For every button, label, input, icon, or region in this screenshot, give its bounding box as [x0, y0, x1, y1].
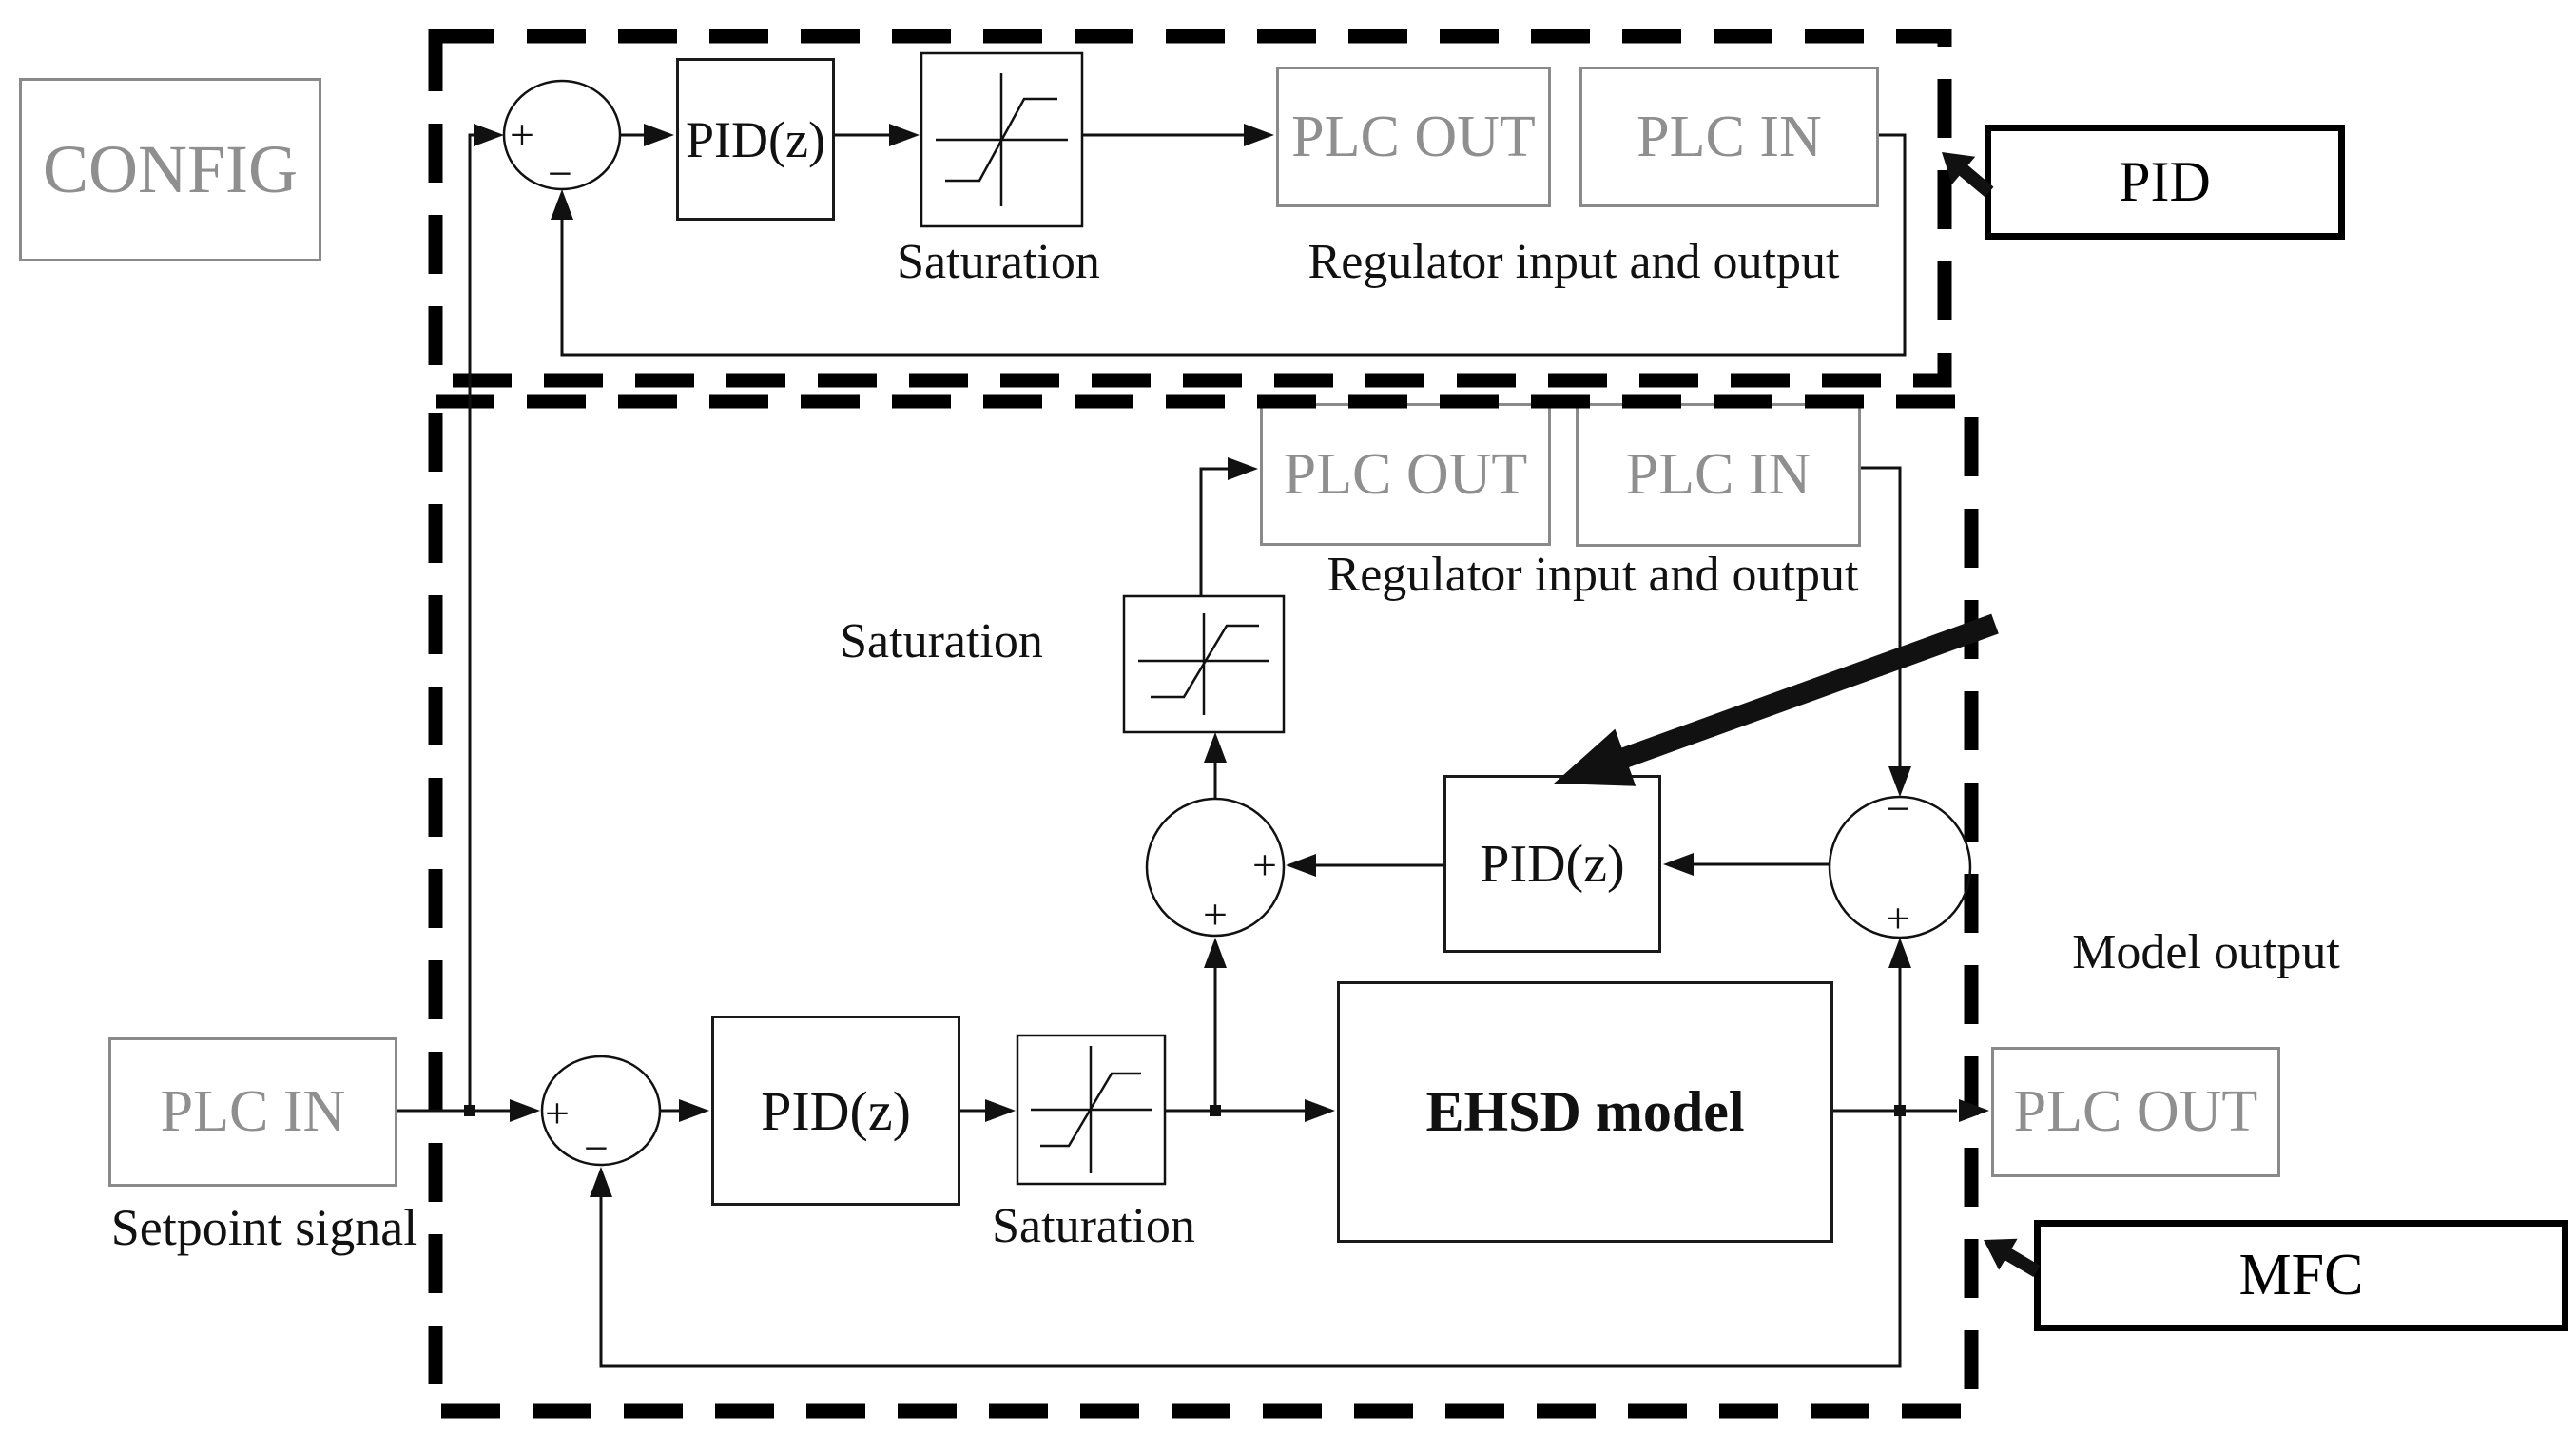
arrowhead — [510, 1099, 540, 1122]
arrowhead — [1286, 854, 1316, 877]
sum-sign-plus: + — [1886, 894, 1910, 942]
saturation-caption-mid: Saturation — [840, 613, 1043, 668]
sum-junction-mfc-left: + − — [540, 1055, 662, 1172]
plc-out-block-mid: PLC OUT — [1260, 403, 1551, 546]
arrowhead — [679, 1099, 709, 1122]
sum-sign-plus: + — [1252, 841, 1277, 889]
plc-in-block-mid: PLC IN — [1576, 403, 1861, 547]
plc-in-block-setpoint: PLC IN — [108, 1037, 397, 1187]
sum-sign-plus: + — [545, 1089, 570, 1137]
config-block: CONFIG — [19, 78, 321, 261]
setpoint-caption: Setpoint signal — [110, 1199, 418, 1256]
setpoint-branch-line — [468, 133, 480, 1111]
saturation-box — [1122, 594, 1286, 734]
regulator-caption-mid: Regulator input and output — [1327, 547, 1859, 602]
mfc-callout-arrow — [1984, 1238, 2041, 1277]
arrowhead — [551, 189, 573, 220]
pid-z-block-mid: PID(z) — [1443, 775, 1661, 953]
sum-sign-plus: + — [1203, 890, 1228, 939]
model-output-caption: Model output — [2072, 924, 2340, 979]
sum-circle — [540, 1055, 662, 1167]
junction-dot — [1210, 1105, 1221, 1116]
saturation-block-mid — [1122, 594, 1286, 734]
plc-out-block-top: PLC OUT — [1276, 67, 1551, 207]
arrowhead — [889, 124, 920, 146]
saturation-caption-top: Saturation — [897, 234, 1100, 289]
model-pointer-arrow — [1554, 613, 1999, 786]
saturation-caption-bottom: Saturation — [992, 1198, 1195, 1253]
arrowhead — [1244, 124, 1274, 146]
arrowhead — [474, 124, 504, 146]
saturation-box — [920, 51, 1084, 228]
pid-tag-box: PID — [1985, 125, 2345, 240]
saturation-icon — [936, 73, 1068, 206]
arrowhead — [1959, 1099, 1989, 1122]
saturation-block-bottom — [1016, 1034, 1167, 1186]
sum-sign-minus: − — [584, 1124, 609, 1172]
saturation-to-plcout-mid-line — [1199, 467, 1228, 596]
arrowhead — [1888, 766, 1911, 797]
ehsd-model-block: EHSD model — [1337, 981, 1833, 1243]
arrowhead — [1305, 1099, 1335, 1122]
mfc-tag-box: MFC — [2034, 1220, 2568, 1331]
saturation-block-top — [920, 51, 1084, 228]
junction-dot — [1894, 1105, 1906, 1116]
saturation-icon — [1031, 1046, 1152, 1173]
sum-circle — [502, 79, 622, 191]
sum-sign-minus: − — [1886, 784, 1910, 833]
arrowhead — [1204, 938, 1227, 968]
saturation-icon — [1138, 613, 1269, 715]
arrowhead — [985, 1099, 1016, 1122]
plcin-to-sumright-line — [1861, 466, 1902, 766]
arrowhead — [1663, 853, 1694, 876]
sum-circle — [1145, 797, 1286, 938]
saturation-box — [1016, 1034, 1167, 1186]
arrowhead — [1888, 938, 1911, 968]
sum-sign-minus: − — [548, 149, 572, 198]
pid-z-block-bottom: PID(z) — [711, 1016, 960, 1206]
plc-in-block-top: PLC IN — [1579, 67, 1879, 207]
arrowhead — [1204, 732, 1227, 763]
junction-dot — [464, 1105, 475, 1116]
sum-junction-pid: + − — [502, 79, 622, 198]
sum-sign-plus: + — [510, 110, 534, 159]
arrowhead — [644, 124, 674, 146]
plc-out-block-right: PLC OUT — [1991, 1047, 2280, 1177]
sum-circle — [1828, 795, 1972, 939]
sum-junction-mfc-right: − + — [1828, 784, 1972, 942]
sum-junction-mfc-mid: + + — [1145, 797, 1286, 939]
regulator-caption-top: Regulator input and output — [1307, 234, 1840, 289]
arrowhead — [590, 1167, 612, 1197]
arrowhead — [1228, 457, 1258, 480]
pid-z-block-top: PID(z) — [676, 58, 835, 221]
